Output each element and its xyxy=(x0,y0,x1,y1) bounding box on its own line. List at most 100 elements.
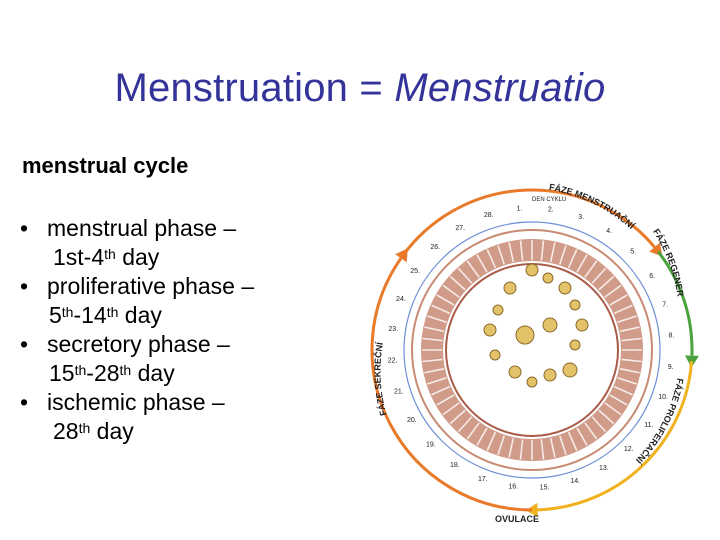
cycle-diagram-svg: 28.1.2.3.4.5.6.7.8.9.10.11.12.13.14.15.1… xyxy=(357,152,699,524)
regeneration-arc xyxy=(656,250,694,356)
day-number: 11. xyxy=(644,422,653,429)
range-start: 1st-4 xyxy=(53,244,105,270)
day-number: 7. xyxy=(662,302,668,309)
gland-line xyxy=(497,435,505,455)
gland-line xyxy=(604,402,622,416)
day-number: 14. xyxy=(570,478,580,485)
follicle-cell xyxy=(508,365,522,379)
gland-line xyxy=(540,240,545,261)
day-number: 26. xyxy=(430,244,440,251)
gland-line xyxy=(617,315,637,323)
endometrium-band xyxy=(421,239,643,461)
gland-line xyxy=(424,326,445,333)
gland-line xyxy=(449,409,466,425)
outer-border-circle xyxy=(403,221,661,479)
ordinal-suffix: th xyxy=(119,362,132,378)
gland-line xyxy=(466,422,480,440)
phase-arcs xyxy=(370,188,699,517)
range-end: day xyxy=(118,302,162,328)
ordinal-suffix: th xyxy=(78,420,91,436)
bullet-icon: • xyxy=(20,389,29,415)
title-part-1: Menstruation = xyxy=(114,66,395,110)
day-number: 15. xyxy=(540,484,550,491)
range-start: 15 xyxy=(49,360,75,386)
bullet-icon: • xyxy=(20,331,29,357)
day-number: 10. xyxy=(658,394,668,401)
gland-line xyxy=(559,245,567,265)
gland-line xyxy=(619,367,640,374)
phase-name: proliferative phase – xyxy=(47,273,255,299)
follicle-cell xyxy=(542,317,558,333)
gland-line xyxy=(604,284,622,298)
day-number: 12. xyxy=(624,446,634,453)
gland-line xyxy=(442,402,460,416)
endometrium-ring xyxy=(403,221,661,479)
bullet-icon: • xyxy=(20,273,29,299)
subtitle: menstrual cycle xyxy=(22,153,189,178)
inner-lining-circle xyxy=(445,263,619,437)
bullet-icon: • xyxy=(20,215,29,241)
gland-line xyxy=(427,315,447,323)
range-end: day xyxy=(90,418,134,444)
follicle-cell xyxy=(515,325,535,345)
phase-name: menstrual phase – xyxy=(47,215,237,241)
range-end: day xyxy=(115,244,160,270)
range-mid: -14 xyxy=(73,302,107,328)
follicle-cell xyxy=(562,362,578,378)
secretion-arc-arrowhead xyxy=(395,248,408,263)
label-proliferation: FÁZE PROLIFERAČNÍ xyxy=(634,377,686,465)
day-number: 4. xyxy=(606,228,612,235)
gland-line xyxy=(449,275,466,291)
list-item-menstrual: • menstrual phase – 1st-4th day xyxy=(18,214,348,272)
follicle-cell xyxy=(558,281,572,295)
ordinal-suffix: th xyxy=(74,362,87,378)
label-cycle-day: DEN CYKLU xyxy=(532,197,566,203)
gland-line xyxy=(591,416,607,433)
gland-line xyxy=(609,294,628,306)
proliferation-arc xyxy=(537,361,694,512)
follicle-cell xyxy=(543,368,557,382)
gland-line xyxy=(567,249,578,269)
day-number: 3. xyxy=(578,214,584,221)
gland-line xyxy=(613,385,633,396)
phase-range: 1st-4th day xyxy=(47,243,348,272)
gland-line xyxy=(559,435,567,455)
gland-line xyxy=(508,242,515,263)
gland-line xyxy=(427,377,447,385)
gland-line xyxy=(609,394,628,406)
gland-line xyxy=(584,422,598,440)
gland-line xyxy=(422,337,443,342)
ordinal-suffix: th xyxy=(61,304,74,320)
follicle-cell xyxy=(569,299,581,311)
gland-line xyxy=(567,431,578,451)
label-ovulation: OVULACE xyxy=(495,514,539,524)
outer-muscle-circle xyxy=(411,229,653,471)
follicle-cell xyxy=(492,304,504,316)
gland-line xyxy=(431,385,451,396)
day-number: 19. xyxy=(426,442,436,449)
day-number: 6. xyxy=(649,273,655,280)
range-start: 5 xyxy=(49,302,62,328)
list-item-secretory: • secretory phase – 15th-28th day xyxy=(18,330,348,388)
day-numbers: 28.1.2.3.4.5.6.7.8.9.10.11.12.13.14.15.1… xyxy=(388,206,675,492)
menstrual-cycle-diagram: 28.1.2.3.4.5.6.7.8.9.10.11.12.13.14.15.1… xyxy=(357,152,700,535)
phase-name: secretory phase – xyxy=(47,331,230,357)
gland-line xyxy=(486,431,497,451)
gland-line xyxy=(431,304,451,315)
ordinal-suffix: th xyxy=(104,246,116,262)
gland-line xyxy=(457,416,473,433)
gland-line xyxy=(424,367,445,374)
follicle-cell xyxy=(575,318,589,332)
day-number: 1. xyxy=(517,206,523,213)
gland-line xyxy=(497,245,505,265)
ordinal-suffix: th xyxy=(106,304,119,320)
day-number: 8. xyxy=(669,332,675,339)
day-number: 9. xyxy=(668,364,674,371)
follicle-cell xyxy=(503,281,517,295)
day-number: 23. xyxy=(388,326,398,333)
day-number: 24. xyxy=(396,296,406,303)
phase-list: • menstrual phase – 1st-4th day • prolif… xyxy=(18,214,348,446)
gland-line xyxy=(549,242,556,263)
gland-line xyxy=(476,254,488,273)
gland-line xyxy=(619,326,640,333)
